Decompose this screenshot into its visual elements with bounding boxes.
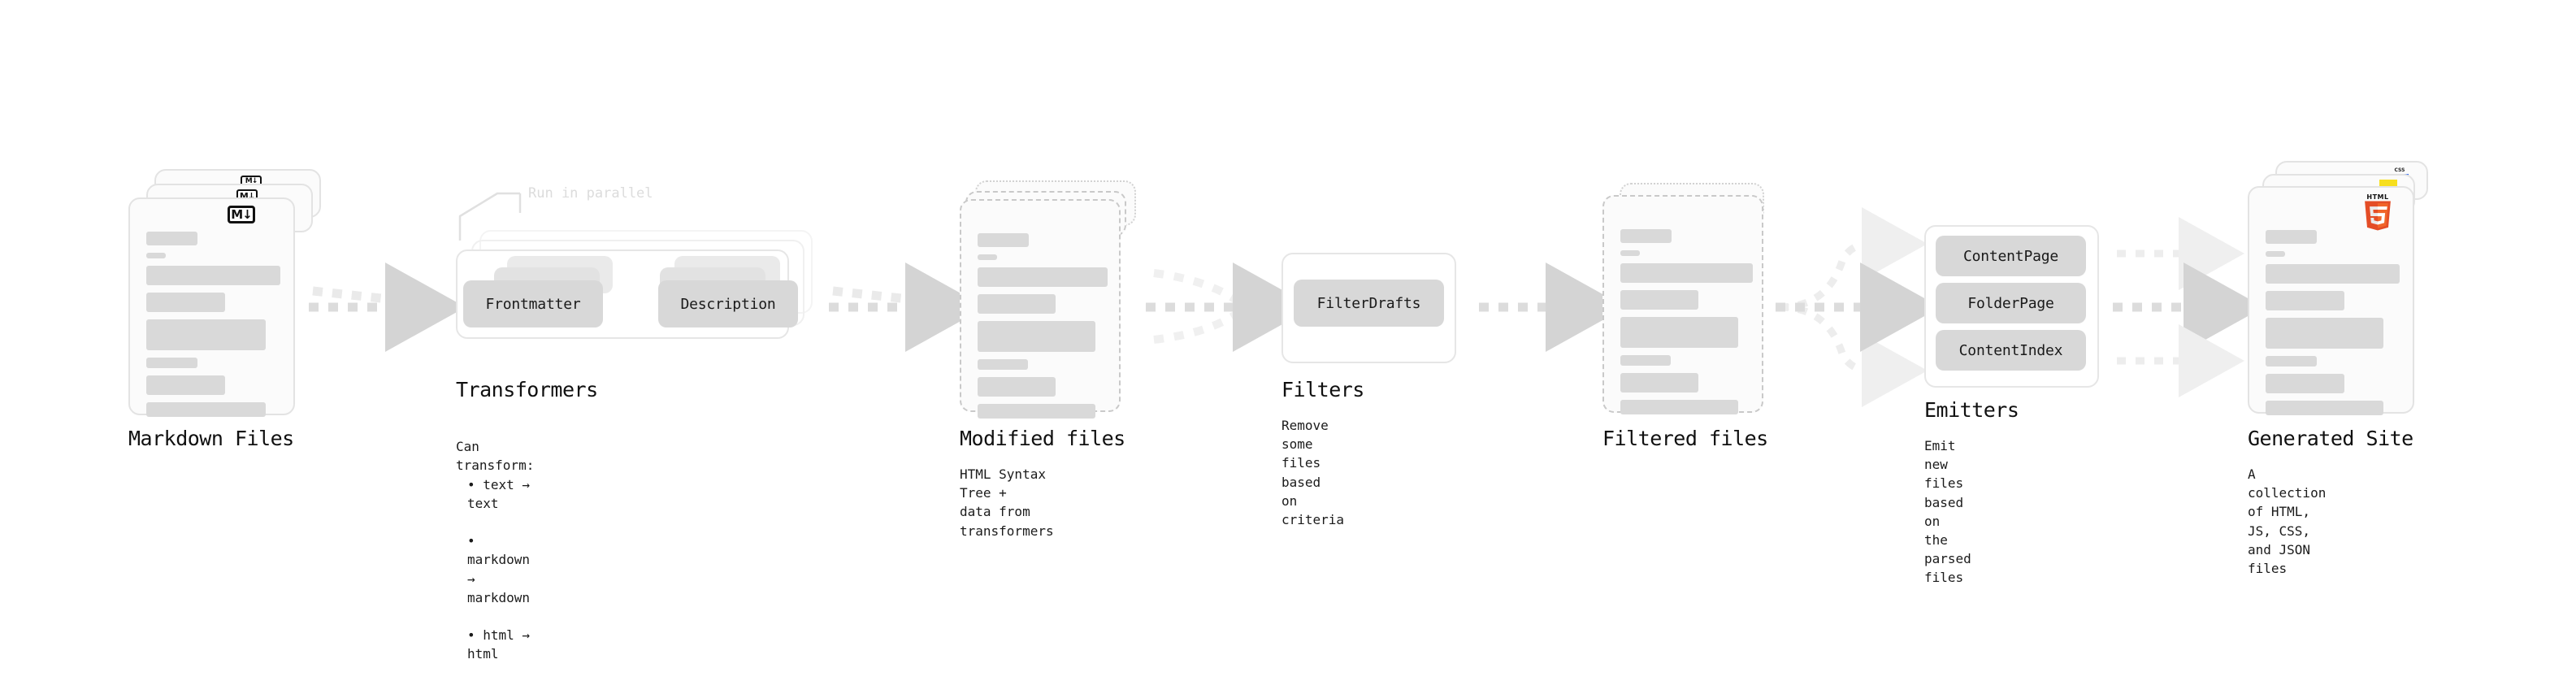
skeleton-row — [2266, 401, 2383, 415]
stage-title-generated-site: Generated Site — [2248, 427, 2413, 450]
filters-subtitle: Remove some files based on criteria — [1281, 418, 1345, 527]
card-skeleton — [146, 232, 280, 424]
card-skeleton — [1620, 229, 1753, 422]
transformers-bullet-0: • text → text — [467, 476, 531, 511]
html5-badge-label: HTML — [2366, 193, 2389, 201]
pill-contentindex[interactable]: ContentIndex — [1936, 330, 2086, 371]
css-badge-label: CSS — [2394, 167, 2405, 173]
skeleton-row — [146, 375, 225, 395]
filtered-card-front[interactable] — [1602, 195, 1763, 414]
emitters-subtitle: Emit new files based on the parsed files — [1924, 438, 1971, 586]
skeleton-row — [146, 319, 266, 350]
skeleton-row — [1620, 317, 1738, 348]
skeleton-row — [2266, 291, 2344, 310]
skeleton-row — [146, 253, 166, 258]
skeleton-row — [1620, 263, 1753, 283]
modified-card-front[interactable] — [960, 199, 1121, 419]
skeleton-row — [1620, 400, 1738, 414]
pill-filterdrafts[interactable]: FilterDrafts — [1294, 280, 1444, 327]
skeleton-row — [978, 359, 1028, 370]
pill-folderpage[interactable]: FolderPage — [1936, 283, 2086, 323]
connector-modified-to-filters — [1146, 262, 1313, 352]
pill-frontmatter[interactable]: Frontmatter — [463, 280, 603, 327]
card-skeleton — [2266, 230, 2400, 423]
skeleton-row — [146, 232, 197, 245]
skeleton-row — [2266, 230, 2317, 244]
skeleton-row — [1620, 290, 1698, 310]
skeleton-row — [146, 293, 225, 312]
transformers-subtitle-text: Can transform: — [456, 439, 535, 474]
stage-title-filters: Filters — [1281, 378, 1364, 401]
connector-emitters-to-site — [2113, 217, 2264, 397]
skeleton-row — [1620, 373, 1698, 393]
skeleton-row — [2266, 374, 2344, 393]
run-in-parallel-label: Run in parallel — [528, 185, 653, 202]
stage-title-modified-files: Modified files — [960, 427, 1125, 450]
markdown-card-front[interactable] — [128, 197, 295, 417]
transformers-bullet-2: • html → html — [467, 627, 531, 662]
connector-md-to-transformers — [309, 262, 466, 352]
skeleton-row — [978, 321, 1095, 352]
skeleton-row — [146, 266, 280, 285]
skeleton-row — [978, 294, 1056, 314]
skeleton-row — [2266, 356, 2317, 367]
connector-transformers-to-modified — [829, 262, 986, 352]
stage-title-emitters: Emitters — [1924, 398, 2019, 422]
stage-title-markdown-files: Markdown Files — [128, 427, 294, 450]
html5-badge: HTML — [2363, 193, 2392, 231]
skeleton-row — [1620, 250, 1640, 256]
skeleton-row — [146, 402, 266, 417]
skeleton-row — [978, 233, 1029, 247]
modified-files-subtitle: HTML Syntax Tree + data from transformer… — [960, 466, 1054, 539]
skeleton-row — [978, 404, 1095, 419]
skeleton-row — [1620, 355, 1671, 366]
skeleton-row — [146, 358, 197, 368]
card-skeleton — [978, 233, 1108, 426]
stage-title-filtered-files: Filtered files — [1602, 427, 1768, 450]
pill-description[interactable]: Description — [658, 280, 798, 327]
transformers-subtitle: Can transform: • text → text • markdown … — [456, 419, 534, 681]
skeleton-row — [2266, 318, 2383, 349]
stage-title-transformers: Transformers — [456, 378, 598, 401]
skeleton-row — [978, 377, 1056, 397]
skeleton-row — [978, 254, 997, 260]
skeleton-row — [2266, 251, 2285, 257]
skeleton-row — [2266, 264, 2400, 284]
transformers-bullet-1: • markdown → markdown — [467, 533, 531, 605]
html5-shield-icon — [2365, 201, 2391, 231]
markdown-badge: M↓ — [228, 206, 255, 223]
skeleton-row — [978, 267, 1108, 287]
generated-site-subtitle: A collection of HTML, JS, CSS, and JSON … — [2248, 466, 2327, 576]
connector-filtered-to-emitters — [1776, 207, 1941, 407]
pill-contentpage[interactable]: ContentPage — [1936, 236, 2086, 276]
skeleton-row — [1620, 229, 1672, 243]
